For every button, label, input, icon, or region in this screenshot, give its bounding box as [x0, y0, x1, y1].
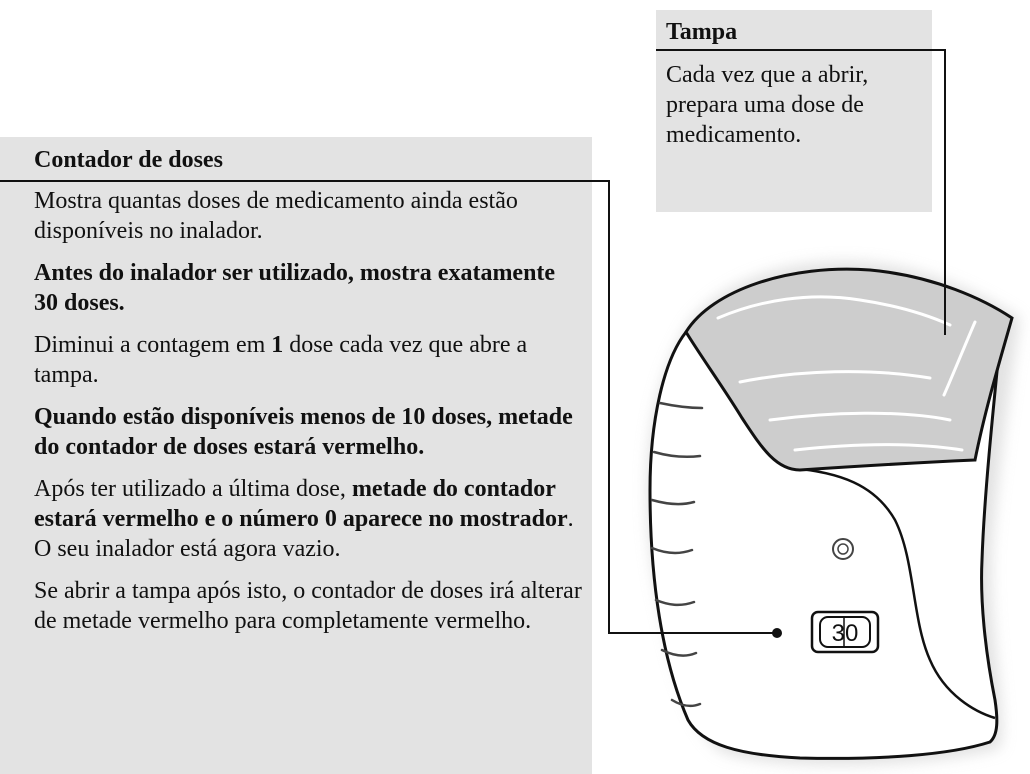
paragraph-2: Antes do inalador ser utilizado, mostra …	[34, 258, 582, 318]
button-icon	[832, 538, 854, 560]
paragraph-4-bold: Quando estão disponíveis menos de 10 dos…	[34, 404, 573, 460]
paragraph-3-part-a: Diminui a contagem em	[34, 332, 272, 358]
grip-ridges	[650, 401, 704, 708]
leader-dot	[772, 628, 782, 638]
dose-counter-panel	[0, 137, 592, 774]
cap-description-text: Cada vez que a abrir, prepara uma dose d…	[666, 62, 869, 148]
cap-panel	[656, 10, 932, 212]
front-panel	[789, 466, 996, 720]
paragraph-3-bold: 1	[271, 332, 284, 358]
dose-counter-number: 30	[832, 620, 859, 647]
paragraph-5-bold: metade do contador estará vermelho e o n…	[34, 476, 568, 532]
paragraph-3: Diminui a contagem em 1 dose cada vez qu…	[34, 330, 582, 390]
cap-ridges	[716, 295, 977, 452]
paragraph-5: Após ter utilizado a última dose, metade…	[34, 474, 582, 564]
paragraph-4: Quando estão disponíveis menos de 10 dos…	[34, 402, 582, 462]
dose-counter-title: Contador de doses	[34, 147, 223, 173]
cap-shape	[684, 267, 1014, 472]
paragraph-1: Mostra quantas doses de medicamento aind…	[34, 188, 518, 244]
paragraph-5-part-c: . O seu inalador está agora vazio.	[34, 506, 574, 562]
paragraph-6: Se abrir a tampa após isto, o contador d…	[34, 578, 582, 634]
paragraph-2-bold: Antes do inalador ser utilizado, mostra …	[34, 260, 556, 316]
cap-title: Tampa	[666, 19, 738, 45]
cap-description: Cada vez que a abrir, prepara uma dose d…	[666, 60, 928, 150]
paragraph-3-part-c: dose cada vez que abre a tampa.	[34, 332, 528, 388]
dose-counter-description: Mostra quantas doses de medicamento aind…	[34, 186, 582, 648]
paragraph-5-part-a: Após ter utilizado a última dose,	[34, 476, 352, 502]
dose-counter-window: 30	[810, 610, 880, 654]
cap-leader	[656, 49, 946, 335]
dose-counter-leader	[0, 180, 777, 634]
